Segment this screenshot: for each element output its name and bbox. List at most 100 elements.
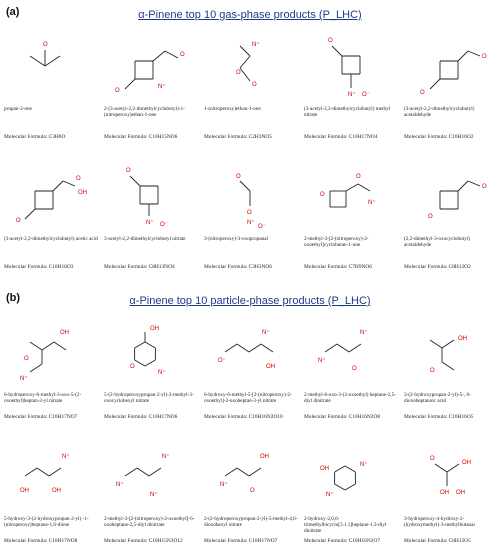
- bond-line: [124, 78, 136, 90]
- molecular-formula: Molecular Formula: C2H3NO5: [204, 134, 272, 140]
- bond-line: [467, 50, 481, 57]
- bond-line: [236, 467, 250, 477]
- atom-label: O⁻: [258, 224, 266, 230]
- structure-drawing: OO: [420, 50, 487, 96]
- atom-label: N⁺: [318, 357, 326, 364]
- structure-drawing: OHN⁺O: [20, 330, 69, 382]
- bond-line: [446, 463, 460, 473]
- compound-name: (3-acetyl-2,2-dimethylcyclobutyl) acetal…: [404, 106, 475, 119]
- bond-line: [345, 183, 359, 192]
- atom-label: N⁺: [360, 461, 368, 468]
- molecular-formula: Molecular Formula: C10H16N2O7: [304, 538, 381, 544]
- atom-label: O: [430, 456, 435, 462]
- panel-a: (a) α-Pinene top 10 gas-phase products (…: [0, 6, 500, 286]
- structure-drawing: ON⁺O⁻: [126, 168, 168, 228]
- atom-label: N⁺: [220, 481, 228, 488]
- atom-label: O: [115, 88, 120, 94]
- bond-line: [134, 341, 146, 349]
- compound-name: 2-methyl-3-[2-(nitroperoxy)-2-oxoethyl]-…: [104, 516, 195, 529]
- atom-label: O: [43, 42, 48, 48]
- compound-cell: N⁺N⁺N⁺2-methyl-3-[2-(nitroperoxy)-2-oxoe…: [100, 436, 200, 560]
- molecular-formula: Molecular Formula: C10H17NO4: [304, 134, 378, 140]
- compound-name: (3-acetyl-2,2-dimethylcyclobutyl) methyl…: [304, 106, 391, 119]
- atom-label: N⁺: [116, 481, 124, 488]
- bond-line: [248, 467, 262, 477]
- molecular-formula: Molecular Formula: C10H17NO7: [204, 538, 278, 544]
- bond-line: [457, 180, 469, 192]
- atom-label: O: [16, 218, 21, 224]
- panel-b-title: α-Pinene top 10 particle-phase products …: [129, 295, 371, 307]
- bond-line: [334, 465, 346, 473]
- atom-label: O: [24, 356, 29, 362]
- compound-name: 2-(2-hydroperoxypropan-2-yl)-5-methyl-4,…: [204, 516, 298, 529]
- structure-drawing: OO: [428, 180, 487, 220]
- panel-b-label: (b): [6, 292, 21, 304]
- bond-line: [239, 180, 251, 192]
- bond-line: [239, 55, 251, 69]
- bond-line: [136, 467, 150, 477]
- bond-line: [348, 343, 362, 353]
- atom-label: O⁻: [218, 358, 226, 364]
- bond-line: [62, 180, 76, 187]
- atom-label: O: [130, 364, 135, 370]
- bond-line: [357, 183, 371, 192]
- atom-label: N⁺: [368, 199, 376, 206]
- atom-label: OH: [320, 466, 329, 472]
- bond-line: [52, 180, 64, 192]
- atom-label: O: [420, 90, 425, 96]
- molecular-formula: Molecular Formula: C10H17NO8: [4, 538, 78, 544]
- structure-drawing: N⁺OHN⁺: [320, 461, 368, 498]
- atom-label: O⁻: [362, 92, 370, 98]
- atom-label: O: [356, 174, 361, 180]
- bond-line: [29, 55, 46, 67]
- atom-label: N⁺: [247, 219, 255, 226]
- atom-label: O: [482, 184, 487, 190]
- bond-line: [129, 175, 141, 187]
- molecular-formula: Molecular Formula: C10H17NO6: [104, 414, 178, 420]
- atom-label: O: [236, 70, 241, 76]
- compound-name: 3-acetyl-2,2-dimethylcyclobutyl nitrate: [104, 236, 186, 242]
- atom-label: OH: [458, 336, 467, 342]
- compound-name: 6-hydroxy-6-methyl-5-[2-(nitroperoxy)-2-…: [204, 392, 292, 405]
- molecular-formula: Molecular Formula: C7H9NO6: [304, 264, 372, 270]
- molecular-formula: Molecular Formula: C10H16O5: [404, 414, 474, 420]
- atom-label: O: [430, 368, 435, 374]
- bond-line: [148, 467, 162, 477]
- compound-name: (3-acetyl-2,2-dimethylcyclobutyl) acetic…: [4, 236, 98, 242]
- atom-label: O: [320, 192, 325, 198]
- atom-label: N⁺: [146, 219, 154, 226]
- compound-name: 3-hydroperoxy-4-hydroxy-2-(hydroxymethyl…: [404, 516, 475, 529]
- bond-line: [134, 359, 146, 367]
- atom-label: N⁺: [20, 375, 28, 382]
- atom-label: OH: [150, 326, 159, 332]
- bond-line: [434, 463, 448, 473]
- atom-label: O: [328, 38, 333, 44]
- bond-line: [48, 467, 62, 477]
- atom-label: OH: [52, 488, 61, 494]
- compound-name: 5-(2-hydroperoxypropan-2-yl)-2-methyl-3-…: [104, 392, 194, 405]
- structure-drawing: ON⁺O⁻: [328, 38, 370, 98]
- bond-line: [44, 55, 61, 67]
- atom-label: OH: [440, 490, 449, 496]
- bond-line: [53, 341, 67, 351]
- atom-label: O: [236, 174, 241, 180]
- atom-label: N⁺: [360, 329, 368, 336]
- bond-line: [239, 67, 251, 82]
